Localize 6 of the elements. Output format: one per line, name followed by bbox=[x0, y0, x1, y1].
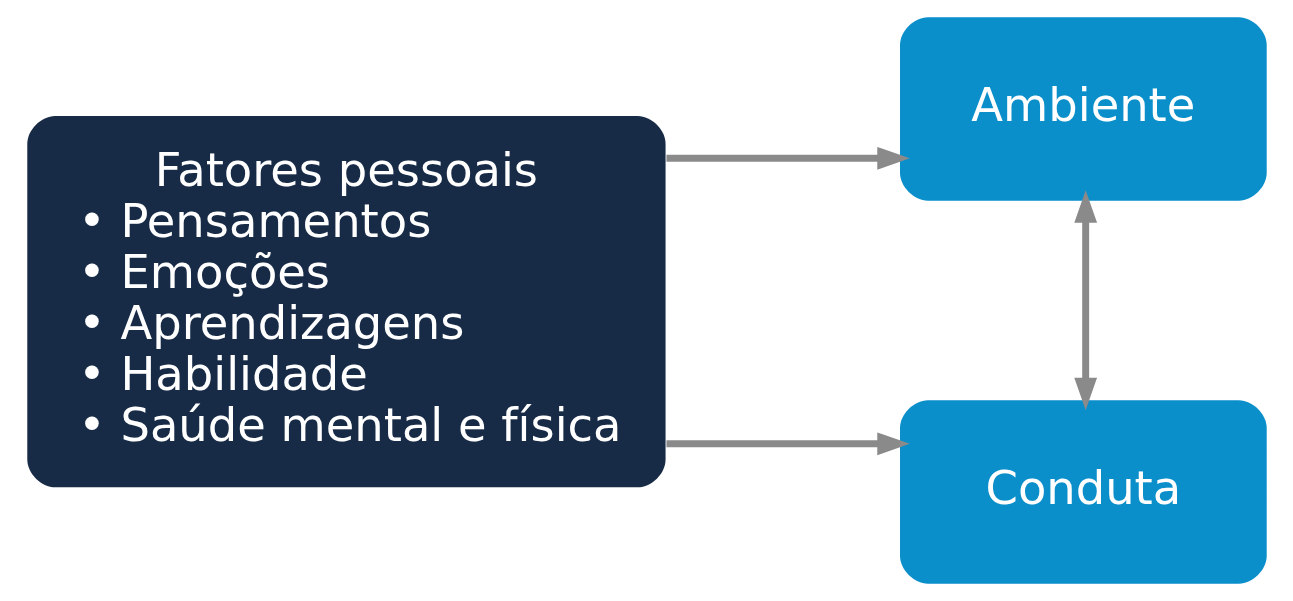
node-box: Conduta bbox=[899, 400, 1267, 584]
arrow bbox=[665, 432, 910, 456]
arrow bbox=[665, 146, 910, 170]
arrow bbox=[1073, 190, 1097, 411]
node-box: Fatores pessoais • Pensamentos • Emoções • Aprendizagens • Habilidade • Saúde mental e física bbox=[26, 116, 666, 488]
node-box: Ambiente bbox=[899, 17, 1267, 201]
